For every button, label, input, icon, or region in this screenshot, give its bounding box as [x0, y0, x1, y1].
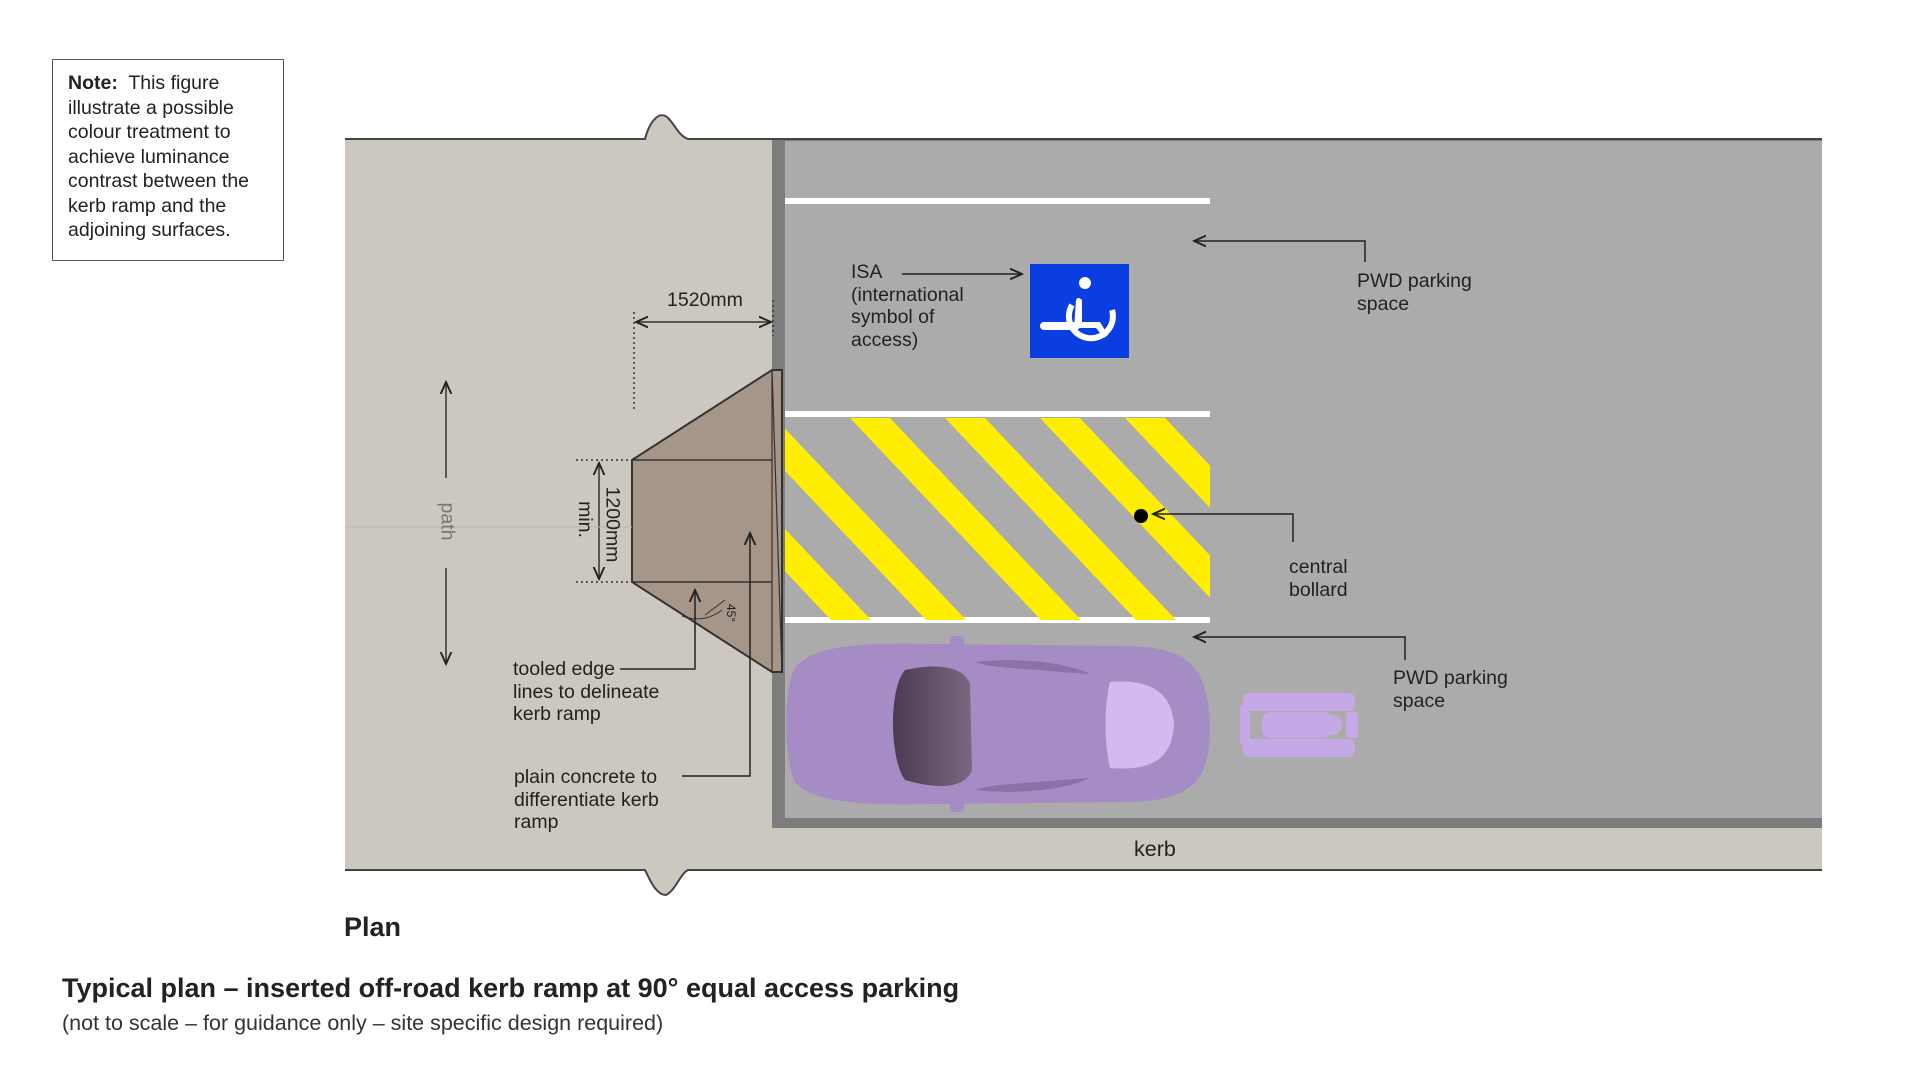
plain-concrete-label: plain concrete to differentiate kerb ram…: [514, 766, 659, 834]
bollard-line: bollard: [1289, 578, 1348, 601]
kerb-strip: [772, 828, 1822, 870]
tooled-edge-leader: [620, 590, 695, 670]
footpath-area: [345, 115, 772, 895]
figure-title: Typical plan – inserted off-road kerb ra…: [62, 973, 960, 1003]
plain-concrete-leader: [682, 533, 750, 777]
path-label: path: [436, 502, 459, 541]
tooled-line: lines to delineate: [513, 680, 660, 703]
tooled-edge-label: tooled edge lines to delineate kerb ramp: [513, 658, 659, 726]
bollard-icon: [1134, 509, 1148, 523]
person-in-wheelchair-icon: [1240, 693, 1358, 757]
pwd-top-line: PWD parking: [1357, 270, 1472, 292]
bollard-leader: [1153, 514, 1294, 542]
footpath-top-edge: [345, 114, 1822, 140]
height-dimension-label: 1200mm: [601, 486, 624, 563]
plain-line: plain concrete to: [514, 766, 658, 788]
parking-line-middle-top: [785, 411, 1210, 417]
isa-label-line: ISA: [851, 261, 883, 283]
isa-label-line: access): [851, 328, 919, 351]
isa-label: ISA (international symbol of access): [851, 261, 964, 351]
kerb-label: kerb: [1134, 837, 1176, 861]
shared-zone-hatching: [785, 418, 1210, 620]
isa-label-line: symbol of: [851, 306, 935, 328]
parking-line-top: [785, 198, 1210, 204]
note-text: This figure illustrate a possible colour…: [68, 72, 250, 241]
pwd-top-line: space: [1357, 292, 1410, 315]
car-icon: [786, 636, 1210, 812]
angle-label: 45°: [724, 603, 739, 623]
plain-line: differentiate kerb: [514, 788, 659, 811]
pwd-bottom-line: PWD parking: [1393, 667, 1508, 689]
pwd-parking-bottom-label: PWD parking space: [1393, 667, 1508, 712]
footpath-bottom-edge: [345, 869, 1822, 897]
width-dimension-label: 1520mm: [667, 289, 743, 311]
parking-line-middle-bottom: [785, 617, 1210, 623]
pwd-bottom-line: space: [1393, 689, 1446, 712]
height-min-label: min.: [573, 501, 596, 538]
plain-line: ramp: [514, 811, 559, 833]
isa-label-line: (international: [851, 283, 964, 306]
kerb-ramp: [631, 369, 783, 673]
note-label: Note:: [68, 72, 118, 94]
pwd-top-leader: [1194, 241, 1366, 262]
figure-subtitle: (not to scale – for guidance only – site…: [62, 1011, 664, 1035]
tooled-line: kerb ramp: [513, 703, 601, 725]
wheelchair-icon: [1030, 264, 1129, 358]
central-bollard-label: central bollard: [1289, 556, 1348, 601]
pwd-bottom-leader: [1194, 637, 1406, 660]
note-box: Note: This figure illustrate a possible …: [52, 59, 284, 261]
pwd-parking-top-label: PWD parking space: [1357, 270, 1472, 315]
tooled-line: tooled edge: [513, 658, 615, 680]
plan-title: Plan: [344, 912, 402, 942]
bollard-line: central: [1289, 556, 1348, 578]
